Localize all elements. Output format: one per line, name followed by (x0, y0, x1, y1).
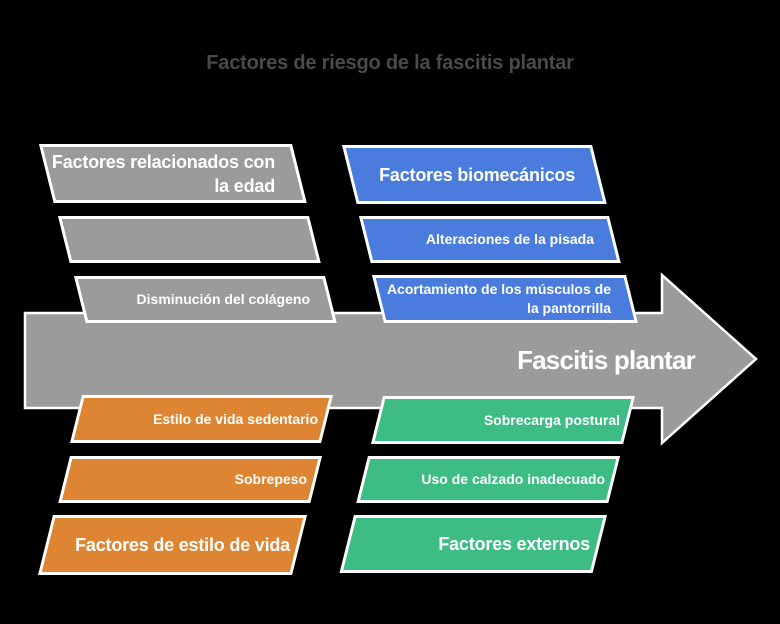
gait-alterations-label: Alteraciones de la pisada (425, 231, 594, 247)
inadequate-footwear-shape: Uso de calzado inadecuado (368, 456, 620, 503)
lifestyle-factors-header-shape: Factores de estilo de vida (53, 515, 307, 575)
biomechanical-factors-header-shape: Factores biomecánicos (342, 145, 592, 204)
external-factors-header-label: Factores externos (438, 534, 590, 554)
biomechanical-factors-header-label: Factores biomecánicos (379, 164, 575, 185)
sedentary-lifestyle-label: Estilo de vida sedentario (153, 410, 318, 427)
postural-overload-shape: Sobrecarga postural (383, 396, 635, 444)
overweight-shape: Sobrepeso (70, 456, 322, 503)
age-factors-header-label: Factores relacionados con la edad (51, 151, 275, 196)
collagen-decrease-label: Disminución del colágeno (136, 291, 310, 307)
external-factors-header-shape: Factores externos (354, 515, 607, 573)
page-title: Factores de riesgo de la fascitis planta… (206, 52, 574, 74)
lifestyle-factors-header-label: Factores de estilo de vida (75, 535, 290, 555)
sedentary-lifestyle-shape: Estilo de vida sedentario (82, 395, 333, 443)
arrow-result-label: Fascitis plantar (517, 345, 696, 375)
postural-overload-label: Sobrecarga postural (483, 411, 620, 428)
overweight-label: Sobrepeso (234, 471, 307, 487)
inadequate-footwear-label: Uso de calzado inadecuado (421, 471, 605, 487)
gait-alterations-shape: Alteraciones de la pisada (359, 216, 609, 263)
calf-muscle-shortening-shape: Acortamiento de los músculos de la panto… (372, 275, 626, 323)
collagen-decrease-shape: Disminución del colágeno (74, 276, 325, 323)
age-factors-header-shape: Factores relacionados con la edad (39, 144, 292, 203)
age-factors-empty-shape (58, 216, 309, 263)
calf-muscle-shortening-label: Acortamiento de los músculos de la panto… (386, 281, 611, 316)
